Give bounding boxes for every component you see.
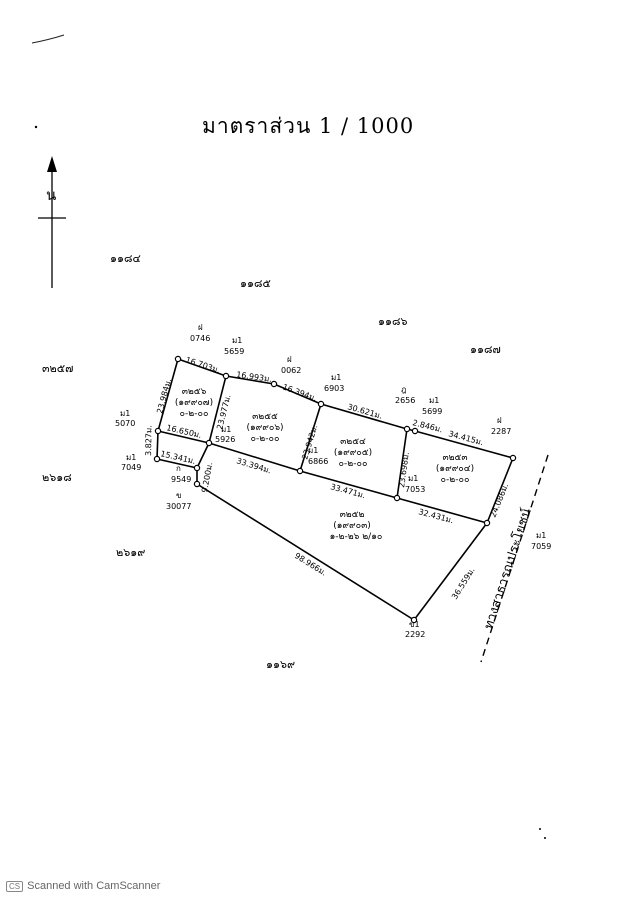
neighbor-label: ๑๑๘๕ [240,277,271,290]
neighbor-label: ๓๒๕๗ [42,362,73,375]
marker-number: 7049 [121,463,141,472]
scan-dot [544,837,546,839]
scanner-text: Scanned with CamScanner [27,880,161,892]
marker-number: 0062 [281,366,301,375]
marker-prefix: ม1 [408,474,418,483]
marker-prefix: ฝ [287,355,292,364]
marker-number: 5659 [224,347,244,356]
parcel-number: (๑๙๙๐๔) [436,464,474,474]
measurement: 9.200ม. [200,462,214,494]
parcel-area: ๑-๒-๒๖ ๒/๑๐ [330,532,383,542]
marker-number: 5926 [215,435,235,444]
marker-number: 2292 [405,630,425,639]
parcel-id: ๓๒๕๒ [340,510,365,520]
marker-number: 6903 [324,384,344,393]
marker-number: 2656 [395,396,415,405]
marker-prefix: ฝ [497,416,502,425]
marker-prefix: ม1 [232,336,242,345]
marker-labels: ฝ 0746 ม1 5659 ฝ 0062 ม1 6903 ฎ 2656 ม1 … [115,323,551,639]
scan-dot [34,125,38,129]
marker-prefix: ข1 [409,620,420,629]
measurement: 23.984ม. [155,378,173,415]
marker-number: 0746 [190,334,210,343]
marker-number: 5070 [115,419,135,428]
measurement: 3.827ม. [144,425,154,456]
parcel-id: ๓๒๕๔ [340,437,366,447]
neighbor-label: ๑๑๘๖ [378,315,407,328]
marker-number: 7059 [531,542,551,551]
measurement: 16.703ม. [184,355,221,375]
marker-prefix: ม1 [120,409,130,418]
parcel-divider [196,442,210,469]
marker-number: 5699 [422,407,442,416]
parcel-labels: ๓๒๕๖ (๑๙๙๐๗) ๐-๒-๐๐ ๓๒๕๕ (๑๙๙๐๖) ๐-๒-๐๐ … [175,387,474,542]
scanner-badge: CS [6,880,24,892]
scanner-watermark: CS Scanned with CamScanner [6,880,160,892]
parcel-number: (๑๙๙๐๕) [334,448,372,458]
southwest-boundary [196,483,415,621]
marker-prefix: ม1 [126,453,136,462]
measurement: 33.394ม. [235,456,272,475]
parcel-area: ๐-๒-๐๐ [180,409,209,419]
neighbor-label: ๑๑๘๔ [110,252,141,265]
neighbor-label: ๑๑๖๙ [266,658,295,671]
measurement: 16.993ม. [236,370,273,384]
marker-number: 30077 [166,502,191,511]
measurement: 30.621ม. [346,402,383,421]
parcel-area: ๐-๒-๐๐ [339,459,368,469]
neighbor-label: ๒๖๑๘ [42,471,72,484]
marker-number: 9549 [171,475,191,484]
parcel-area: ๐-๒-๐๐ [251,434,280,444]
parcel-id: ๓๒๕๓ [442,453,467,463]
neighbor-label: ๒๖๑๙ [116,546,145,559]
parcel-number: (๑๙๙๐๓) [333,521,371,531]
parcel-number: (๑๙๙๐๗) [175,398,213,408]
neighbor-label: ๑๑๘๗ [470,343,501,356]
parcel-divider [208,375,227,444]
parcel-number: (๑๙๙๐๖) [246,423,283,433]
marker-prefix: ม1 [429,396,439,405]
measurement: 36.559ม. [450,566,477,601]
parcel-divider [299,403,322,472]
marker-prefix: ม1 [536,531,546,540]
marker-number: 6866 [308,457,328,466]
marker-prefix: ฎ [401,385,406,394]
measurement: 16.394ม. [281,382,318,403]
marker-points [153,355,517,624]
scan-dot [539,828,541,830]
measurement: 32.431ม. [417,507,454,525]
parcel-id: ๓๒๕๖ [182,387,207,397]
marker-prefix: ฝ [198,323,203,332]
marker-number: 2287 [491,427,511,436]
scale-title: มาตราส่วน 1 / 1000 [202,114,414,138]
parcel-id: ๓๒๕๕ [252,412,278,422]
scan-mark [31,34,65,44]
marker-prefix: ม1 [331,373,341,382]
north-arrow-icon [38,156,66,288]
southeast-boundary [413,522,488,621]
parcel-divider [396,428,408,499]
marker-prefix: ข [176,491,181,500]
marker-prefix: ก [176,464,181,473]
parcel-area: ๐-๒-๐๐ [441,475,470,485]
east-boundary [486,457,514,524]
measurement: 24.086ม. [489,482,511,519]
marker-number: 7053 [405,485,425,494]
marker-prefix: ม1 [221,425,231,434]
north-label: น [46,186,56,204]
measurement: 23.942ม. [300,424,319,461]
marker-prefix: ม1 [308,446,318,455]
public-road-line [480,454,549,663]
